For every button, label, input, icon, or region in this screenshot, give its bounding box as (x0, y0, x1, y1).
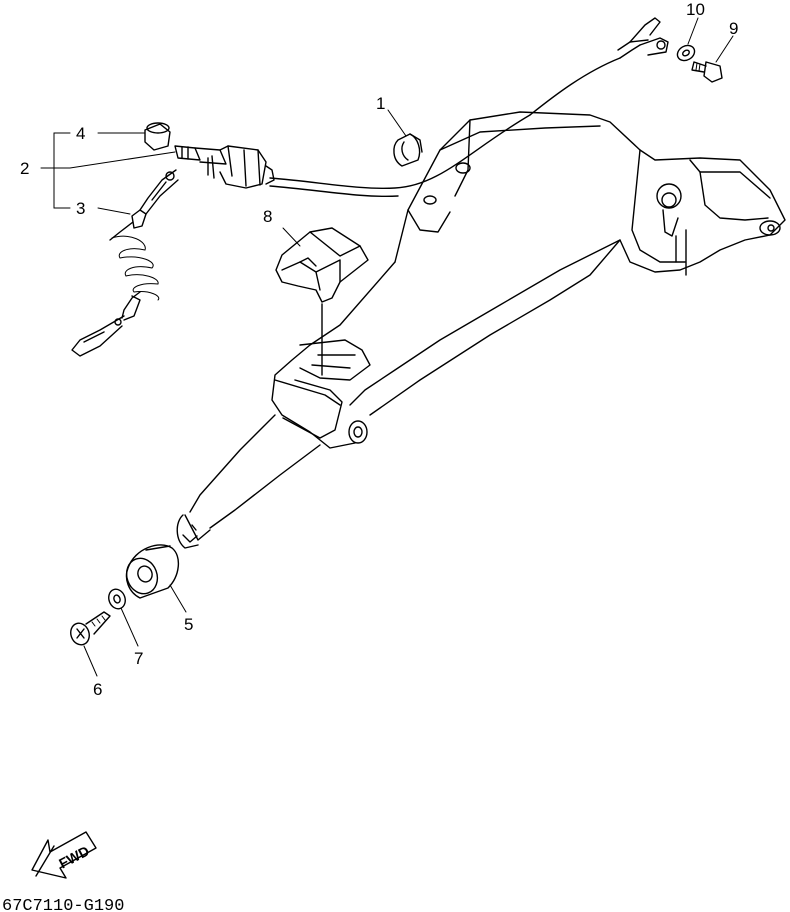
callout-4: 4 (76, 124, 85, 143)
bolt-9 (691, 61, 723, 83)
callout-5: 5 (184, 615, 193, 634)
callout-9: 9 (729, 19, 738, 38)
lanyard-clip (71, 169, 179, 357)
callout-3: 3 (76, 199, 85, 218)
grommet (393, 133, 423, 167)
screw-6 (70, 611, 111, 646)
callout-8: 8 (263, 207, 272, 226)
stop-switch-cable (269, 17, 669, 197)
engine-stop-switch (174, 145, 275, 189)
callout-6: 6 (93, 680, 102, 699)
callout-labels: 1 2 3 4 5 6 7 8 9 10 (20, 0, 738, 699)
washer-10 (676, 44, 696, 62)
washer-7 (108, 588, 126, 610)
callout-1: 1 (376, 94, 385, 113)
callout-2: 2 (20, 159, 29, 178)
tiller-bracket (176, 111, 786, 549)
callout-7: 7 (134, 649, 143, 668)
diagram-code: 67C7110-G190 (2, 897, 124, 912)
grip-end-cap (125, 544, 179, 599)
switch-cap (144, 122, 171, 151)
leader-lines (40, 17, 734, 677)
fwd-label: FWD (56, 842, 92, 871)
tiller-cover (275, 227, 369, 376)
fwd-arrow-icon: FWD (31, 831, 97, 879)
callout-10: 10 (686, 0, 705, 19)
